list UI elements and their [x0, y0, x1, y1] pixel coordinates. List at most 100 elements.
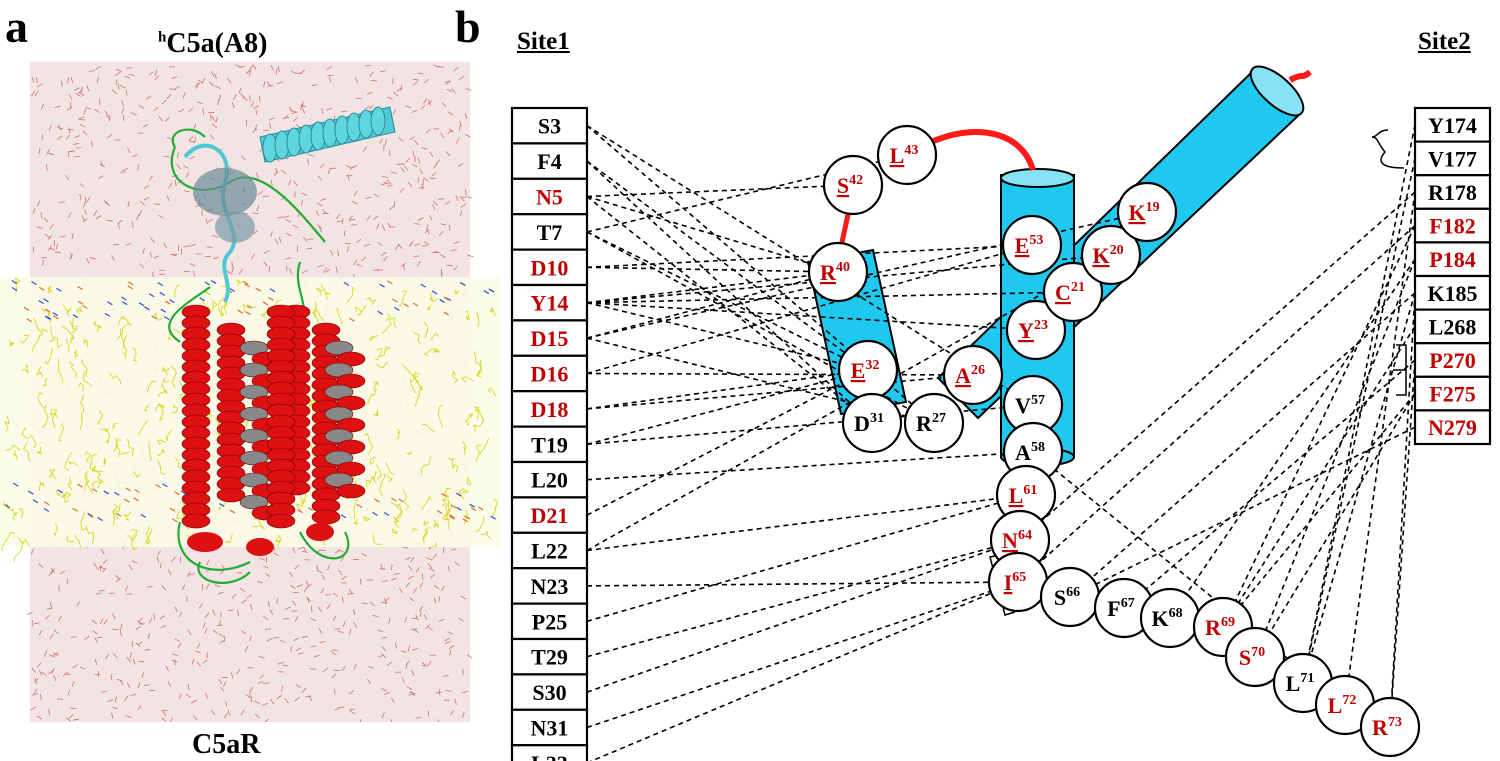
site1-box-n5: N5 [510, 177, 589, 216]
residue-label: S70 [1239, 645, 1265, 670]
box-frame [510, 460, 589, 499]
interaction-line [586, 539, 1021, 693]
interaction-line [1389, 292, 1416, 728]
residue-label: K20 [1092, 243, 1123, 268]
residue-label: K19 [1128, 200, 1159, 225]
box-label: T7 [537, 220, 563, 245]
interaction-line [586, 581, 1019, 587]
site1-box-t19: T19 [510, 425, 589, 464]
residue-circle [1005, 299, 1067, 361]
site2-box-r178: R178 [1413, 174, 1492, 210]
residue-label: L43 [890, 143, 919, 168]
box-label: P25 [532, 609, 567, 634]
interaction-line [1389, 359, 1416, 728]
site1-box-y14: Y14 [510, 283, 589, 322]
box-label: D18 [531, 397, 569, 422]
residue-label: N64 [1002, 528, 1032, 553]
residue-label: Y23 [1018, 318, 1048, 343]
interaction-line [586, 374, 974, 410]
residue-label: V57 [1015, 393, 1045, 418]
box-frame [1413, 241, 1492, 278]
interaction-line [1169, 258, 1416, 619]
box-label: T29 [531, 645, 568, 670]
residue-label: R27 [916, 411, 946, 436]
residue-label: I65 [1004, 570, 1027, 595]
interaction-line [586, 494, 1027, 552]
residue-circle [1080, 224, 1142, 286]
box-label: P184 [1429, 247, 1475, 272]
residue-k68: K68 [1139, 587, 1201, 649]
residue-circle [1042, 261, 1104, 323]
site2-box-n279: N279 [1413, 409, 1492, 446]
interaction-line [586, 195, 839, 273]
box-label: F182 [1429, 214, 1475, 239]
box-label: S30 [532, 680, 566, 705]
c5a-ligand-cartoon [183, 106, 396, 303]
residue-label: C21 [1055, 280, 1085, 305]
residue-label: R73 [1372, 715, 1402, 740]
box-label: D15 [531, 326, 569, 351]
residue-k19: K19 [1116, 181, 1178, 243]
box-frame [510, 177, 589, 216]
residue-label: L72 [1328, 693, 1357, 718]
md-simulation-snapshot [0, 62, 500, 722]
residue-label: D31 [854, 411, 884, 436]
panel-a-title-superscript: h [158, 29, 167, 46]
interaction-line [586, 244, 1033, 269]
residue-label: K68 [1151, 606, 1182, 631]
residue-circle [1224, 626, 1286, 688]
residue-circle [903, 392, 965, 454]
interaction-line [1222, 325, 1416, 628]
interaction-line [586, 369, 869, 516]
box-label: L22 [531, 539, 568, 564]
box-label: F4 [537, 149, 561, 174]
box-label: N5 [536, 185, 563, 210]
site2-box-l268: L268 [1413, 308, 1492, 345]
box-frame [1413, 342, 1492, 378]
box-frame [510, 744, 589, 761]
helix-3-cap [1000, 168, 1075, 188]
interaction-line [1222, 225, 1416, 628]
residue-label: F67 [1107, 596, 1134, 621]
site2-box-p270: P270 [1413, 342, 1492, 378]
box-frame [1413, 409, 1492, 446]
site1-title: Site1 [517, 28, 570, 55]
box-frame [510, 425, 589, 464]
box-label: N279 [1428, 415, 1477, 440]
interaction-line [586, 369, 869, 446]
residue-label: E32 [851, 358, 880, 383]
site1-box-l20: L20 [510, 460, 589, 499]
interaction-line [586, 581, 1019, 729]
residue-r27: R27 [903, 392, 965, 454]
box-frame [510, 354, 589, 393]
residue-y23: Y23 [1005, 299, 1067, 361]
site1-box-d10: D10 [510, 248, 589, 287]
residue-r40: R40 [807, 241, 869, 303]
site2-title: Site2 [1418, 28, 1471, 55]
residue-circle [807, 241, 869, 303]
residue-label: A58 [1015, 440, 1045, 465]
site1-box-l22: L22 [510, 531, 589, 570]
box-frame [510, 673, 589, 711]
residue-label: A26 [955, 363, 985, 388]
receptor-helices [181, 304, 366, 556]
residue-circle [876, 124, 938, 186]
box-label: N23 [531, 574, 569, 599]
residue-k20: K20 [1080, 224, 1142, 286]
site2-box-y174: Y174 [1413, 106, 1492, 143]
interaction-line [1344, 191, 1416, 706]
interaction-line [1123, 359, 1416, 609]
box-frame [510, 319, 589, 357]
interaction-line [586, 301, 1037, 331]
box-label: N31 [531, 716, 569, 741]
residue-r73: R73 [1359, 696, 1421, 758]
box-label: T19 [531, 432, 568, 457]
box-frame [1413, 308, 1492, 345]
interaction-line [586, 271, 839, 339]
residue-s66: S66 [1039, 566, 1101, 628]
site2-box-k185: K185 [1413, 274, 1492, 311]
site1-box-n31: N31 [510, 708, 589, 747]
panel-a-letter: a [5, 1, 28, 52]
lipid-tails [1, 277, 498, 563]
